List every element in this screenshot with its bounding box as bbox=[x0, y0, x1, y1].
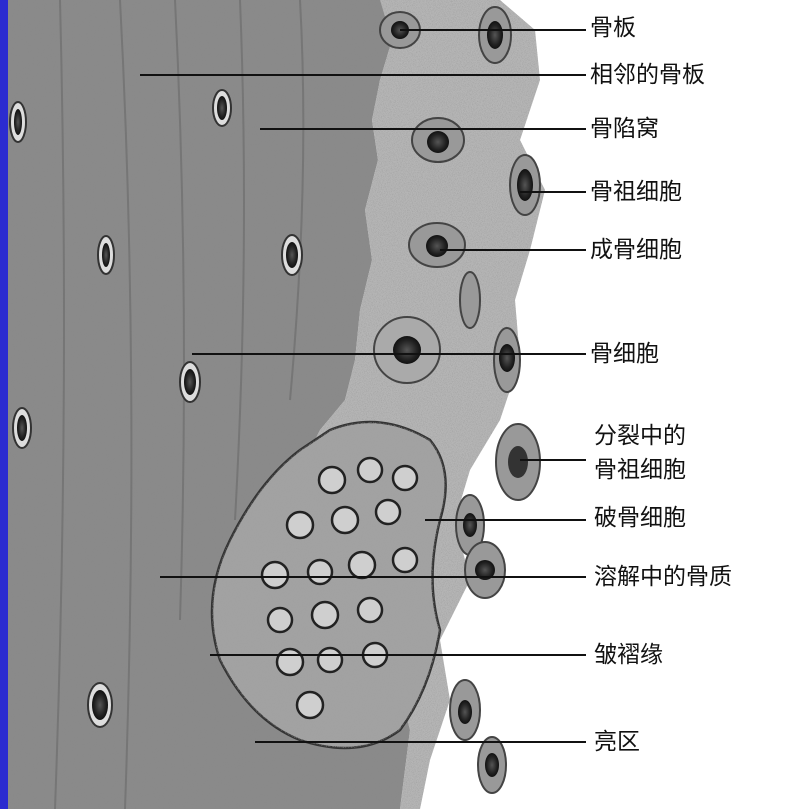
label-bone-lacuna: 骨陷窝 bbox=[590, 116, 659, 142]
label-bone-lamella: 骨板 bbox=[590, 15, 636, 41]
label-osteoprogenitor-cell: 骨祖细胞 bbox=[590, 179, 682, 205]
label-adjacent-bone-lamella: 相邻的骨板 bbox=[590, 62, 705, 88]
label-ruffled-border: 皱褶缘 bbox=[594, 642, 663, 668]
blue-edge bbox=[0, 0, 8, 809]
label-dividing-osteoprogenitor-line2: 骨祖细胞 bbox=[594, 457, 686, 483]
label-osteoclast: 破骨细胞 bbox=[594, 505, 686, 531]
label-osteoblast: 成骨细胞 bbox=[590, 237, 682, 263]
label-dissolving-bone-matrix: 溶解中的骨质 bbox=[594, 564, 732, 590]
label-osteocyte: 骨细胞 bbox=[590, 341, 659, 367]
label-clear-zone: 亮区 bbox=[594, 729, 640, 755]
label-dividing-osteoprogenitor-line1: 分裂中的 bbox=[594, 423, 686, 449]
